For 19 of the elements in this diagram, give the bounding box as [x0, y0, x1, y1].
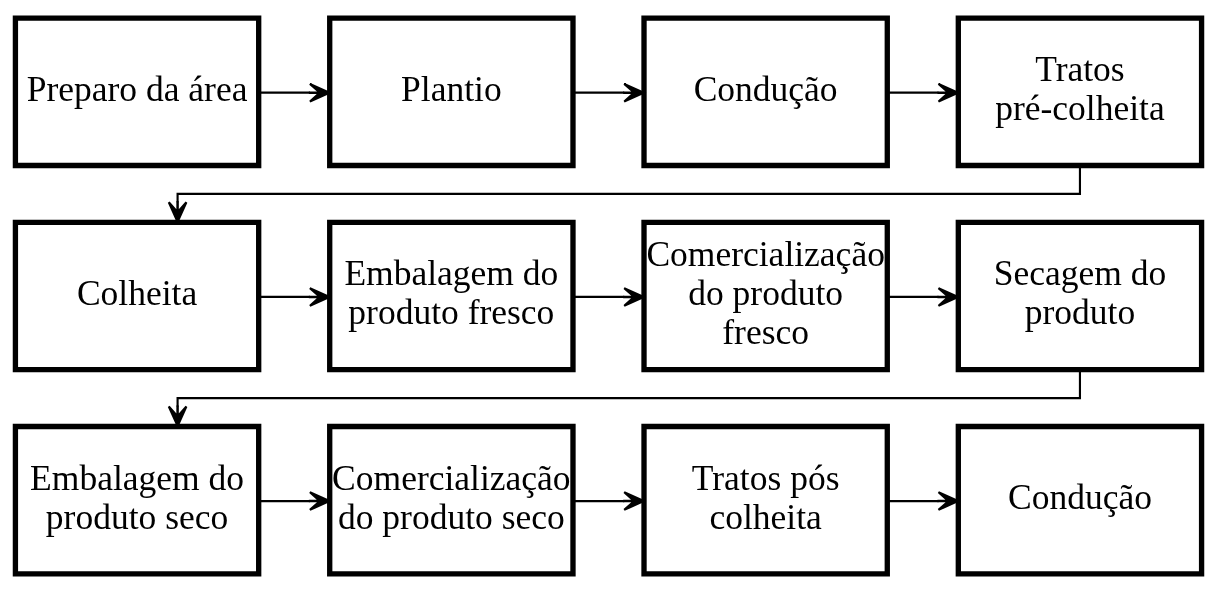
node-box: Tratos pós colheita	[641, 423, 890, 577]
node-box: Embalagem do produto fresco	[327, 219, 576, 373]
node-box: Condução	[641, 15, 890, 169]
node-box: Preparo da área	[12, 15, 262, 169]
arrow	[573, 82, 645, 103]
arrow	[167, 166, 1081, 223]
node-box: Plantio	[327, 15, 576, 169]
node-box: Embalagem do produto seco	[12, 423, 262, 577]
arrow	[573, 287, 645, 307]
node-box: Colheita	[12, 219, 262, 373]
node-box: Condução	[955, 423, 1205, 577]
arrow	[573, 491, 645, 511]
node-box: Comercialização do produto fresco	[641, 219, 890, 373]
arrow	[259, 491, 331, 511]
arrow	[259, 287, 331, 307]
node-box: Secagem do produto	[955, 219, 1205, 373]
node-box: Tratos pré-colheita	[955, 15, 1205, 169]
arrow	[259, 82, 331, 103]
node-box: Comercialização do produto seco	[327, 423, 576, 577]
